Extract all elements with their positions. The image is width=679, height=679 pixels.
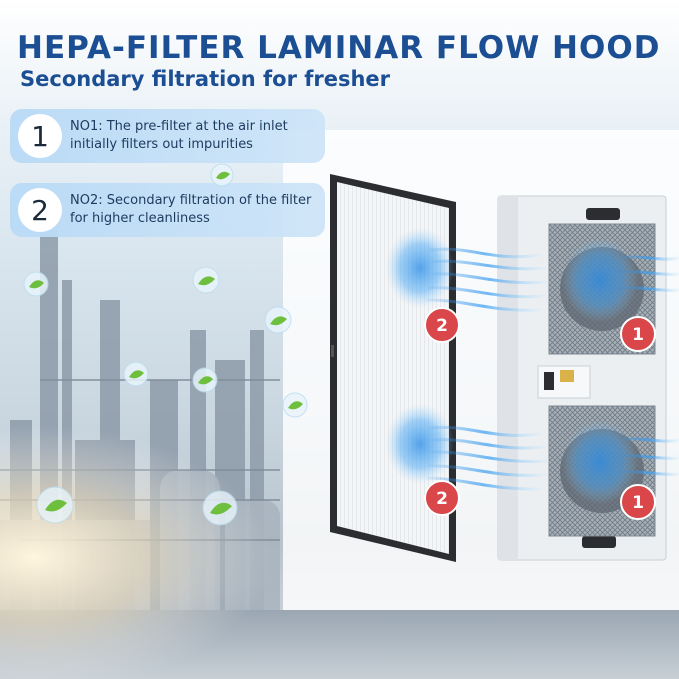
marker-secondary-top: 2 [424, 307, 460, 343]
leaf-bubble-icon [264, 306, 292, 334]
callout-number: 2 [18, 188, 62, 232]
marker-label: 1 [632, 493, 644, 513]
callout-text: NO2: Secondary filtration of the filter … [70, 193, 312, 226]
callout-number: 1 [18, 114, 62, 158]
marker-label: 2 [436, 316, 448, 336]
callout-pre-filter: 1 NO1: The pre-filter at the air inlet i… [10, 109, 325, 163]
leaf-bubble-icon [192, 367, 218, 393]
callout-text: NO1: The pre-filter at the air inlet ini… [70, 119, 288, 152]
marker-label: 2 [436, 489, 448, 509]
page-title: HEPA-FILTER LAMINAR FLOW HOOD [17, 30, 661, 66]
leaf-bubble-icon [210, 163, 234, 187]
leaf-bubble-icon [202, 490, 238, 526]
leaf-bubble-icon [282, 392, 308, 418]
leaf-bubble-icon [123, 361, 149, 387]
airflow-effect [386, 228, 679, 504]
page-subtitle: Secondary filtration for fresher [20, 67, 391, 91]
callout-secondary-filter: 2 NO2: Secondary filtration of the filte… [10, 183, 325, 237]
leaf-bubble-icon [36, 486, 74, 524]
marker-secondary-bottom: 2 [424, 480, 460, 516]
marker-label: 1 [632, 325, 644, 345]
leaf-bubble-icon [192, 266, 220, 294]
marker-pre-top: 1 [620, 316, 656, 352]
marker-pre-bottom: 1 [620, 484, 656, 520]
leaf-bubble-icon [23, 271, 49, 297]
